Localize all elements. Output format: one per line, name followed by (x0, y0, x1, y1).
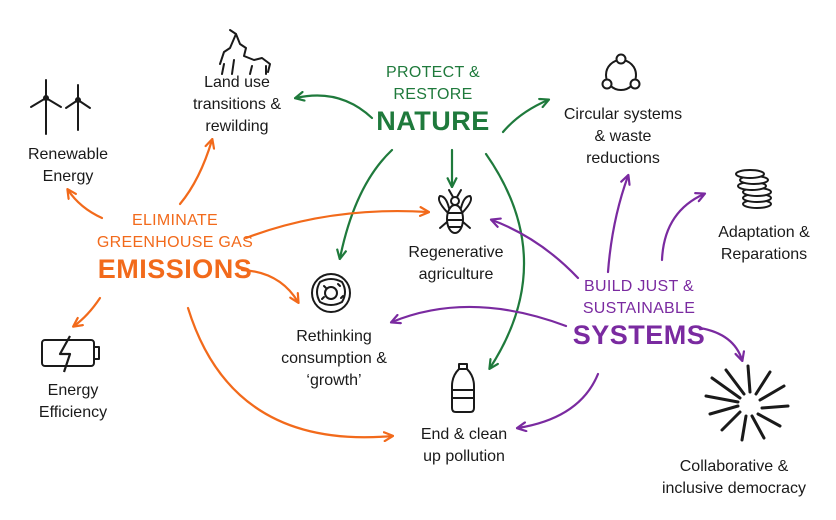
arrow-nature-to-pollution (484, 152, 526, 371)
emissions-hub-title: EMISSIONS (97, 254, 253, 284)
arrow-emissions-to-renewable (66, 187, 104, 220)
node-pollution-line1: End & clean (420, 426, 508, 443)
node-rethinking-line2: consumption & (281, 350, 387, 367)
arrow-emissions-to-efficiency (72, 296, 102, 328)
node-circular-line2: & waste (594, 128, 652, 145)
node-efficiency-line2: Efficiency (38, 404, 108, 421)
arrow-emissions-to-landuse (178, 137, 216, 206)
node-democracy-line1: Collaborative & (679, 458, 789, 475)
nature-arrows (293, 90, 551, 371)
systems-hub-line2: SUSTAINABLE (582, 300, 696, 317)
node-energy-efficiency: Energy Efficiency (18, 380, 128, 424)
systems-arrows (389, 173, 746, 433)
arrow-systems-to-circular (606, 173, 631, 274)
arrow-systems-to-pollution (515, 372, 600, 433)
arrow-nature-to-circular (501, 97, 551, 134)
emissions-hub: ELIMINATE GREENHOUSE GAS EMISSIONS (64, 210, 286, 284)
nature-hub-title: NATURE (376, 106, 490, 136)
node-landuse-line1: Land use (204, 74, 270, 91)
node-end-pollution: End & clean up pollution (396, 424, 532, 468)
systems-hub-title: SYSTEMS (572, 320, 706, 350)
arrow-systems-to-regenerative (489, 217, 580, 280)
node-adaptation: Adaptation & Reparations (696, 222, 832, 266)
nature-hub-line1: PROTECT & (386, 64, 480, 81)
node-circular-systems: Circular systems & waste reductions (548, 104, 698, 170)
node-collaborative-democracy: Collaborative & inclusive democracy (644, 456, 824, 500)
coins-icon (735, 169, 772, 209)
arrow-emissions-to-rethinking (240, 268, 300, 305)
emissions-hub-line1: ELIMINATE (132, 212, 218, 229)
node-regenerative-line1: Regenerative (408, 244, 504, 261)
nature-hub: PROTECT & RESTORE NATURE (360, 62, 506, 136)
battery-icon (41, 335, 100, 373)
node-adaptation-line2: Reparations (720, 246, 808, 263)
arrow-emissions-to-regenerative (244, 206, 431, 240)
bee-icon (437, 189, 473, 234)
node-landuse-line3: rewilding (205, 118, 269, 135)
node-democracy-line2: inclusive democracy (661, 480, 807, 497)
arrow-nature-to-rethinking (336, 148, 394, 261)
systems-hub: BUILD JUST & SUSTAINABLE SYSTEMS (554, 276, 724, 350)
node-regenerative-agriculture: Regenerative agriculture (396, 242, 516, 286)
arrow-nature-to-landuse (293, 90, 374, 120)
emissions-hub-line2: GREENHOUSE GAS (96, 234, 254, 251)
arrow-systems-to-democracy (698, 326, 746, 363)
bottle-icon (451, 363, 475, 413)
node-circular-line1: Circular systems (563, 106, 683, 123)
node-rethinking-consumption: Rethinking consumption & ‘growth’ (264, 326, 404, 392)
node-regenerative-line2: agriculture (418, 266, 494, 283)
node-rethinking-line1: Rethinking (296, 328, 372, 345)
node-rethinking-line3: ‘growth’ (306, 372, 362, 389)
hands-circle-icon (704, 364, 790, 442)
cycle-icon (601, 53, 641, 91)
systems-hub-line1: BUILD JUST & (584, 278, 694, 295)
arrow-emissions-to-pollution (186, 306, 395, 443)
nature-hub-line2: RESTORE (393, 86, 473, 103)
wind-turbine-icon (30, 79, 91, 135)
emissions-arrows (66, 137, 431, 443)
node-renewable-line1: Renewable (27, 146, 109, 163)
wolf-icon (219, 29, 271, 75)
node-renewable-line2: Energy (42, 168, 94, 185)
arrow-systems-to-adaptation (660, 192, 707, 262)
arrow-systems-to-rethinking (389, 305, 568, 328)
node-renewable-energy: Renewable Energy (8, 144, 128, 188)
node-circular-line3: reductions (586, 150, 660, 167)
node-adaptation-line1: Adaptation & (718, 224, 810, 241)
node-pollution-line2: up pollution (423, 448, 505, 465)
doughnut-icon (311, 273, 351, 313)
node-land-use: Land use transitions & rewilding (172, 72, 302, 138)
node-landuse-line2: transitions & (192, 96, 282, 113)
node-efficiency-line1: Energy (47, 382, 99, 399)
